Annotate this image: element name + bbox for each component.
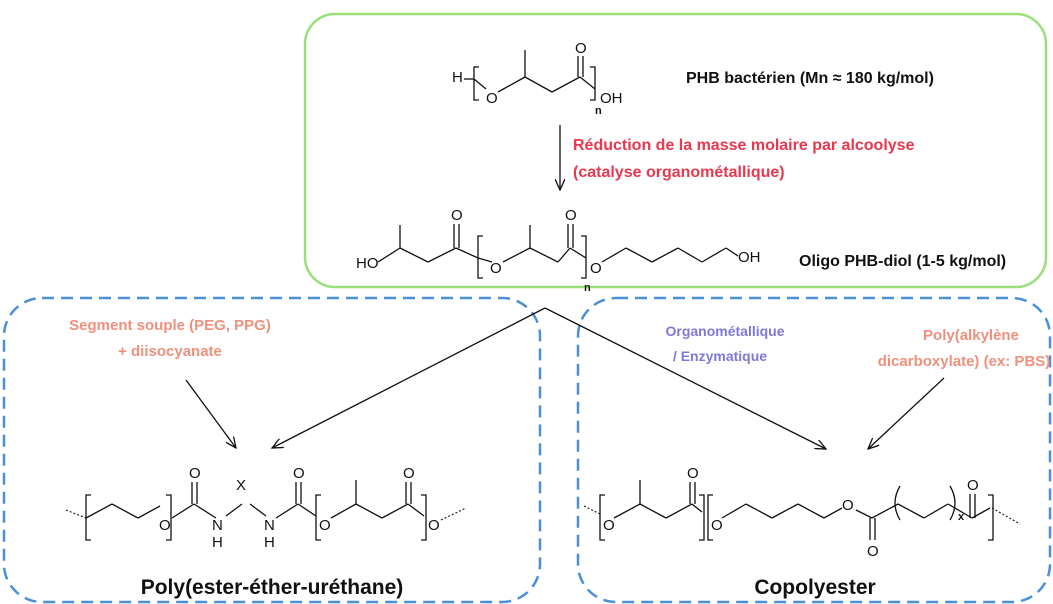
product-right-label: Copolyester [754,576,875,599]
arrow-segment-to-left [185,379,236,448]
svg-text:O: O [842,497,854,514]
svg-text:H: H [452,69,463,86]
product-left-label: Poly(ester-éther-uréthane) [141,576,404,599]
segment-text-1: Segment souple (PEG, PPG) [69,317,271,334]
svg-text:O: O [490,260,502,277]
svg-text:O: O [451,207,463,224]
svg-text:n: n [584,282,591,294]
phb-label: PHB bactérien (Mn ≈ 180 kg/mol) [686,70,934,87]
svg-text:N: N [264,517,275,534]
oligo-phb-diol-structure: HO O O O n O OH [356,207,761,294]
svg-text:O: O [867,543,879,560]
svg-text:O: O [319,517,331,534]
reduction-text-2: (catalyse organométallique) [573,164,785,181]
svg-text:O: O [603,517,615,534]
svg-text:O: O [565,207,577,224]
svg-text:O: O [711,517,723,534]
arrow-poly-to-right [868,377,945,449]
oligo-label: Oligo PHB-diol (1-5 kg/mol) [799,253,1006,270]
reduction-text-1: Réduction de la masse molaire par alcool… [573,137,915,154]
svg-text:O: O [159,517,171,534]
phb-structure: H O O n OH [452,40,623,117]
svg-text:O: O [967,477,979,494]
catalyst-text-1: Organométallique [665,323,784,339]
svg-text:OH: OH [738,249,761,266]
phb-process-box [303,12,1048,289]
svg-text:O: O [590,260,602,277]
left-product-box [2,296,542,604]
arrow-to-left-product [272,307,546,448]
svg-text:O: O [293,465,305,482]
svg-text:X: X [236,477,246,494]
svg-text:N: N [212,517,223,534]
poly-text-2: dicarboxylate) (ex: PBS) [878,353,1051,370]
svg-text:O: O [575,40,587,57]
svg-text:HO: HO [356,255,379,272]
svg-text:n: n [595,105,602,117]
arrow-to-right-product [544,307,826,449]
svg-text:O: O [428,517,440,534]
svg-text:H: H [264,534,275,551]
poly-text-1: Poly(alkylène [923,327,1019,344]
svg-text:OH: OH [600,90,623,107]
svg-text:O: O [486,90,498,107]
svg-text:O: O [403,465,415,482]
copolyester-structure: O O O O O x O [583,465,1021,560]
polyurethane-structure: O O N H X N H O O O O [65,465,467,551]
svg-text:O: O [687,465,699,482]
segment-text-2: + diisocyanate [118,343,222,360]
right-product-box [576,296,1052,604]
svg-text:x: x [958,511,965,523]
svg-text:H: H [212,534,223,551]
svg-text:O: O [189,465,201,482]
catalyst-text-2: / Enzymatique [673,348,767,364]
